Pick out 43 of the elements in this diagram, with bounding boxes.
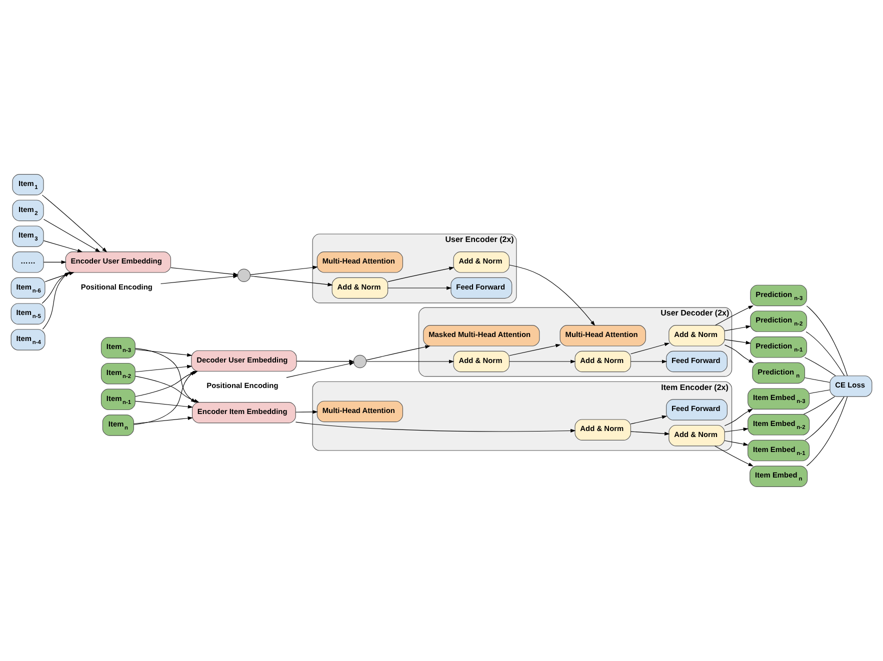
- arrow: [295, 410, 318, 414]
- arrow: [43, 218, 100, 252]
- arrow: [388, 286, 452, 290]
- connector: [806, 396, 848, 466]
- connector: [803, 396, 835, 415]
- arrow: [724, 344, 754, 363]
- node-circle: [237, 268, 251, 282]
- arrow: [42, 194, 108, 252]
- arrow: [135, 349, 192, 357]
- arrow: [724, 408, 753, 426]
- arrow: [715, 305, 754, 326]
- node-circle: [353, 354, 367, 368]
- connector: [809, 390, 830, 394]
- arrow: [724, 325, 752, 332]
- arrow: [724, 339, 752, 344]
- arrow: [135, 400, 194, 409]
- arrow: [160, 274, 238, 284]
- arrow: [630, 342, 670, 354]
- arrow: [714, 446, 754, 466]
- arrow: [135, 364, 192, 372]
- arrow: [724, 428, 749, 432]
- connector: [804, 377, 830, 383]
- arrow: [509, 360, 576, 364]
- arrow: [43, 260, 66, 264]
- arrow: [250, 266, 318, 275]
- arrow: [296, 360, 354, 364]
- arrow: [250, 276, 333, 286]
- arrow: [630, 431, 670, 436]
- arrow: [388, 266, 454, 282]
- connector: [806, 306, 848, 376]
- arrow: [724, 440, 749, 446]
- connector: [804, 357, 836, 376]
- arrow: [295, 422, 576, 433]
- arrow: [134, 416, 193, 424]
- arrow: [630, 415, 668, 424]
- connector: [804, 396, 844, 440]
- arrow: [366, 345, 430, 360]
- arrow: [630, 360, 668, 364]
- connector: [806, 331, 845, 376]
- arrow: [43, 240, 83, 252]
- arrow: [366, 360, 454, 364]
- arrow: [509, 344, 561, 356]
- arrow: [509, 264, 596, 326]
